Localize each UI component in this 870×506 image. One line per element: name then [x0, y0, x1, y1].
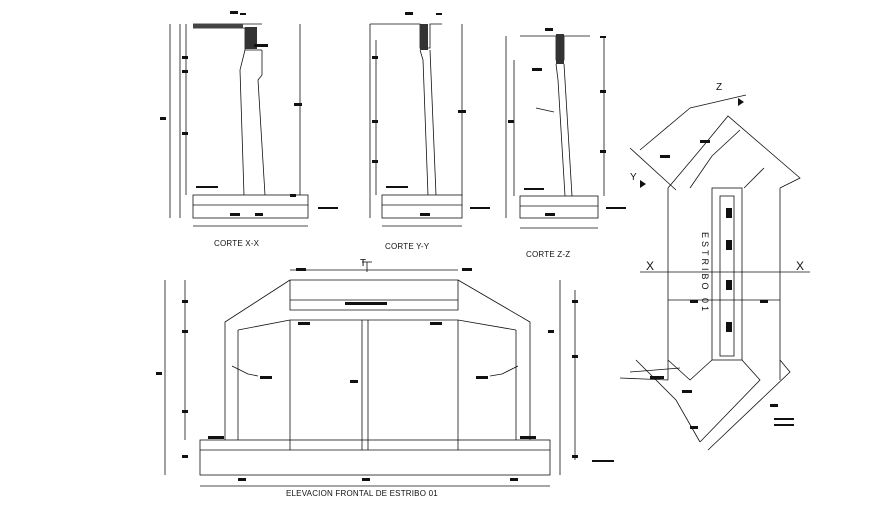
axis-y-label: Y: [630, 172, 637, 183]
section-yy-marks: [372, 12, 490, 216]
elevation-title: ELEVACION FRONTAL DE ESTRIBO 01: [286, 489, 438, 498]
axis-t-label: T: [360, 258, 367, 269]
axis-x-left-label: X: [646, 259, 655, 273]
plan-marks: [640, 98, 794, 429]
section-xx-drawing: [169, 23, 309, 227]
section-yy-label: CORTE Y-Y: [385, 242, 430, 251]
plan-label: ESTRIBO 01: [700, 232, 710, 315]
axis-z-label: Z: [716, 82, 723, 93]
section-zz-drawing: [505, 34, 605, 229]
section-xx-marks: [160, 11, 338, 216]
axis-x-right-label: X: [796, 259, 805, 273]
elevation-drawing: [164, 261, 576, 487]
elevation-marks: [156, 268, 614, 481]
section-zz-marks: [508, 28, 626, 216]
section-zz-label: CORTE Z-Z: [526, 250, 571, 259]
section-yy-drawing: [369, 23, 463, 227]
section-xx-label: CORTE X-X: [214, 239, 260, 248]
